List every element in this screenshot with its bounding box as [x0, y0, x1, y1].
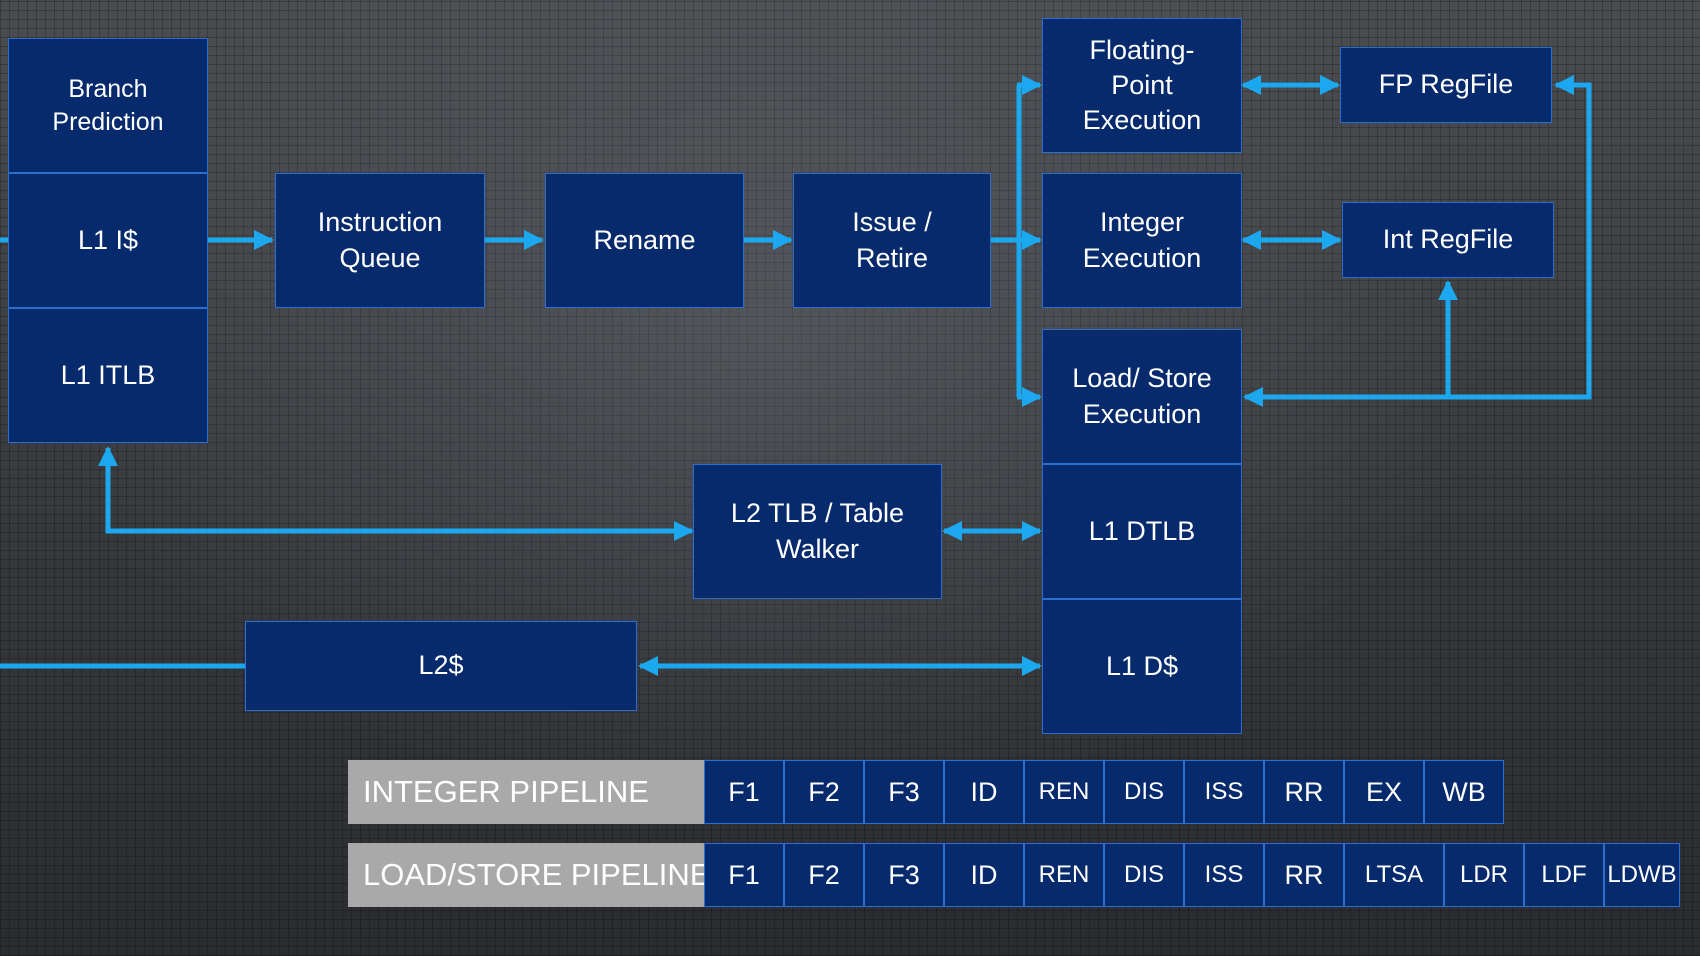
integer-stage-id: ID: [944, 760, 1024, 824]
l2-tlb-walker-block: L2 TLB / Table Walker: [693, 464, 942, 599]
integer-stage-f1: F1: [704, 760, 784, 824]
integer-stage-rr: RR: [1264, 760, 1344, 824]
rename-block: Rename: [545, 173, 744, 308]
load-store-stage-dis: DIS: [1104, 843, 1184, 907]
load-store-stage-rr: RR: [1264, 843, 1344, 907]
arrow-ls-to-fp-regfile: [1245, 75, 1592, 400]
load-store-stage-ltsa: LTSA: [1344, 843, 1444, 907]
load-store-stage-ldr: LDR: [1444, 843, 1524, 907]
load-store-stage-f2: F2: [784, 843, 864, 907]
load-store-stage-f1: F1: [704, 843, 784, 907]
l1-dcache-block: L1 D$: [1042, 599, 1242, 734]
fp-execution-block: Floating- Point Execution: [1042, 18, 1242, 153]
load-store-stage-iss: ISS: [1184, 843, 1264, 907]
l2-cache-block: L2$: [245, 621, 637, 711]
int-regfile-block: Int RegFile: [1342, 202, 1554, 278]
integer-stage-wb: WB: [1424, 760, 1504, 824]
load-store-stage-ldwb: LDWB: [1604, 843, 1680, 907]
fp-regfile-block: FP RegFile: [1340, 47, 1552, 123]
issue-retire-block: Issue / Retire: [793, 173, 991, 308]
load-store-pipeline-label: LOAD/STORE PIPELINE: [348, 843, 710, 907]
integer-stage-iss: ISS: [1184, 760, 1264, 824]
arrow-l2tlb-to-itlb: [98, 446, 694, 541]
load-store-stage-ren: REN: [1024, 843, 1104, 907]
load-store-stage-f3: F3: [864, 843, 944, 907]
branch-prediction-block: Branch Prediction: [8, 38, 208, 173]
integer-stage-dis: DIS: [1104, 760, 1184, 824]
l1-icache-block: L1 I$: [8, 173, 208, 308]
integer-stage-f3: F3: [864, 760, 944, 824]
integer-pipeline-label: INTEGER PIPELINE: [348, 760, 704, 824]
integer-stage-ren: REN: [1024, 760, 1104, 824]
load-store-stage-id: ID: [944, 843, 1024, 907]
ls-execution-block: Load/ Store Execution: [1042, 329, 1242, 464]
instruction-queue-block: Instruction Queue: [275, 173, 485, 308]
int-execution-block: Integer Execution: [1042, 173, 1242, 308]
integer-stage-ex: EX: [1344, 760, 1424, 824]
integer-stage-f2: F2: [784, 760, 864, 824]
l1-itlb-block: L1 ITLB: [8, 308, 208, 443]
load-store-stage-ldf: LDF: [1524, 843, 1604, 907]
l1-dtlb-block: L1 DTLB: [1042, 464, 1242, 599]
